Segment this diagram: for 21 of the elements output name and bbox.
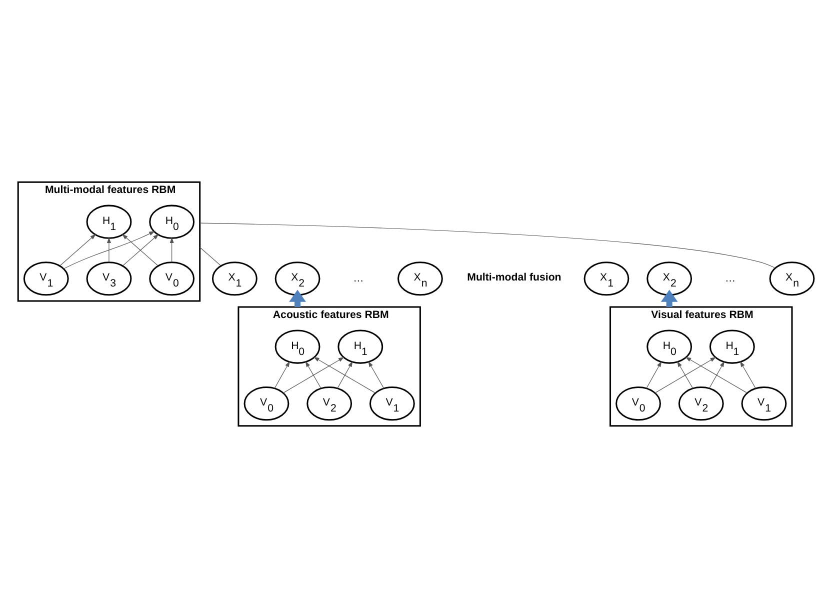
label: …: [353, 272, 364, 284]
connector: [200, 246, 222, 266]
connector: [200, 222, 776, 268]
label: …: [724, 272, 736, 284]
arrow: [106, 237, 111, 262]
arrow: [274, 361, 290, 389]
arrow: [677, 361, 694, 389]
arrow: [305, 361, 322, 389]
arrow: [282, 357, 344, 394]
arrow: [368, 361, 384, 389]
arrow: [63, 231, 155, 270]
arrow: [654, 357, 716, 394]
label: Multi-modal fusion: [467, 272, 562, 284]
arrow: [337, 361, 353, 389]
arrow: [314, 356, 376, 394]
arrow: [170, 237, 174, 262]
arrow: [60, 234, 96, 266]
arrow: [708, 361, 725, 389]
arrow: [685, 356, 748, 394]
arrow: [740, 361, 756, 389]
arrow: [646, 361, 662, 389]
